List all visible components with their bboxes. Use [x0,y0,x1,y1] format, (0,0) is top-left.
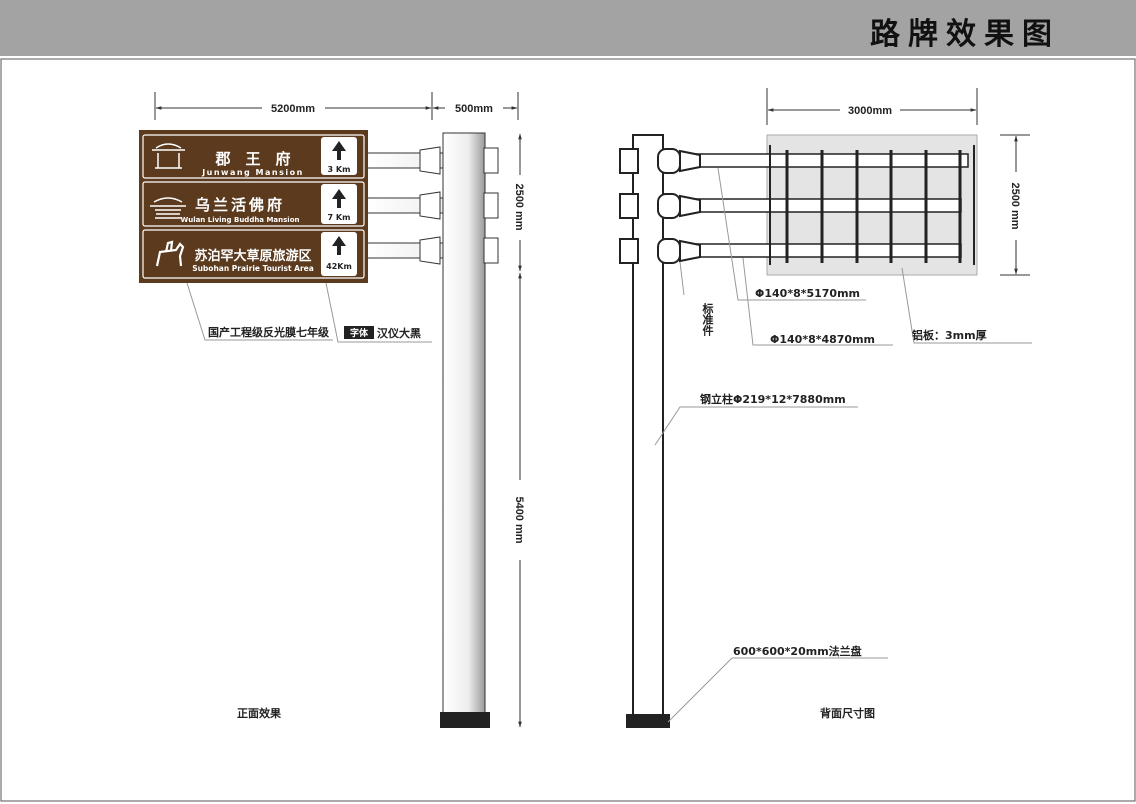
page-frame [0,58,1136,802]
arrow-up-icon [332,189,346,208]
horse-rider-icon [155,240,185,267]
film-label: 国产工程级反光膜七年级 [208,325,330,339]
front-pole-height-dimension: 5400 mm [513,496,525,543]
arrow-up-icon [332,236,346,255]
standard-part-label: 标准件 [681,302,715,337]
back-pole [632,134,664,718]
svg-text:3 Km: 3 Km [328,165,351,174]
back-width-dimension: 3000mm [848,105,892,117]
font-label: 汉仪大黑 [377,326,421,340]
svg-text:Subohan Prairie Tourist Area: Subohan Prairie Tourist Area [192,264,314,273]
arrow-up-icon [332,141,346,160]
front-arm-dimension: 500mm [455,103,493,115]
arm-long-label: Φ140*8*5170mm [755,287,860,300]
pole-label: 钢立柱Φ219*12*7880mm [700,392,846,406]
front-flange [440,712,490,728]
temple-icon [150,197,186,219]
arm-short-label: Φ140*8*4870mm [770,333,875,346]
back-view: 3000mm 2500 mm 标准件 Φ140*8*5170mm Φ140*8*… [619,88,1032,728]
back-flange [626,714,670,728]
svg-text:Junwang Mansion: Junwang Mansion [201,168,304,177]
header-bar [0,0,1136,56]
svg-text:7 Km: 7 Km [328,213,351,222]
svg-text:乌兰活佛府: 乌兰活佛府 [195,196,285,214]
sign-3: 苏泊罕大草原旅游区 Subohan Prairie Tourist Area 4… [155,236,352,273]
back-caption: 背面尺寸图 [820,706,875,720]
pavilion-icon [152,143,185,169]
sign-2: 乌兰活佛府 Wulan Living Buddha Mansion 7 Km [150,189,350,224]
font-tag: 字体 [350,327,369,339]
svg-text:苏泊罕大草原旅游区: 苏泊罕大草原旅游区 [194,248,311,264]
front-pole [442,132,486,717]
plate-label: 铝板：3mm厚 [912,328,987,342]
svg-text:42Km: 42Km [326,262,352,271]
page-title: 路牌效果图 [870,17,1060,52]
sign-1: 郡 王 府 Junwang Mansion 3 Km [152,141,350,177]
front-width-dimension: 5200mm [271,103,315,115]
back-height-dimension: 2500 mm [1009,182,1021,229]
front-sign-height-dimension: 2500 mm [513,183,525,230]
front-view: 5200mm 500mm 郡 王 府 Junwang Mansion 3 Km [139,92,525,728]
flange-label: 600*600*20mm法兰盘 [733,644,862,658]
svg-text:郡 王 府: 郡 王 府 [214,150,290,168]
front-caption: 正面效果 [237,706,281,720]
svg-text:Wulan Living Buddha Mansion: Wulan Living Buddha Mansion [180,216,299,224]
